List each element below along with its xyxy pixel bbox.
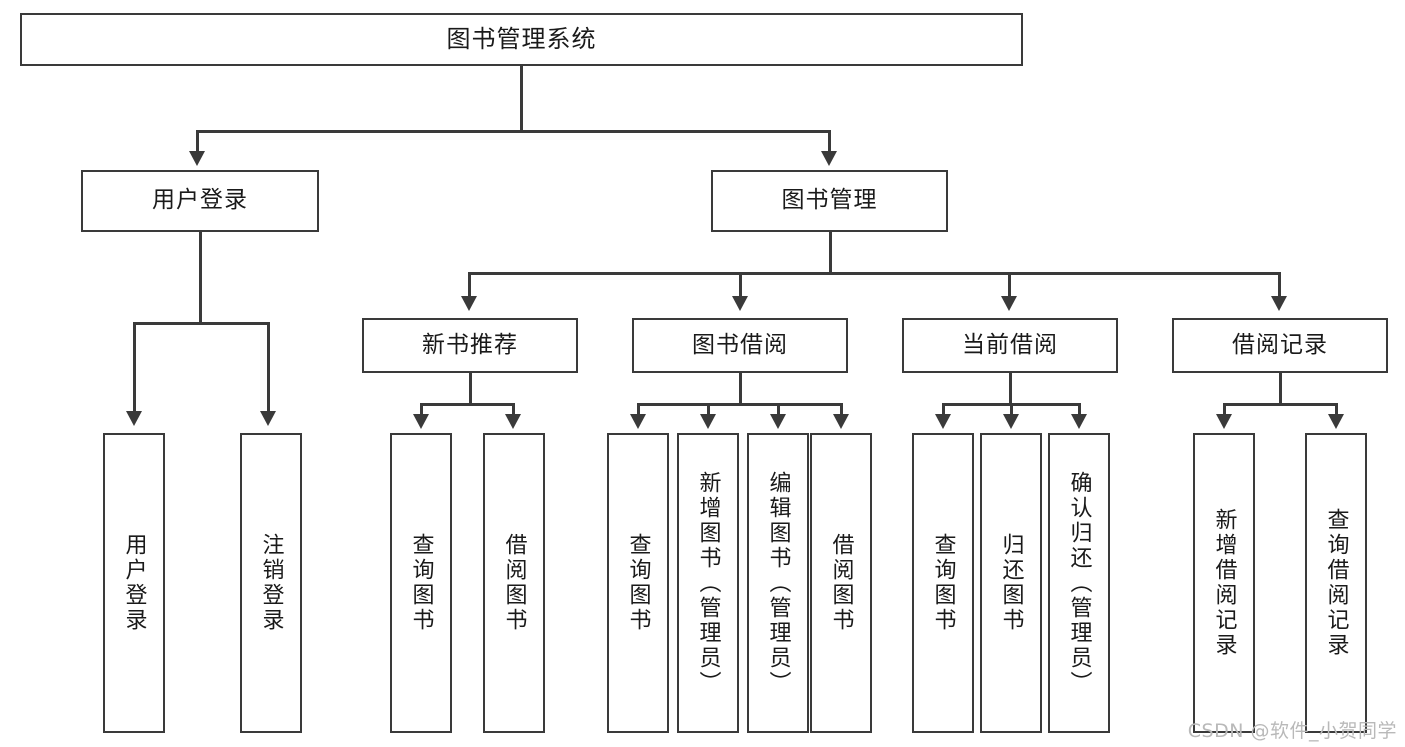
connector-current-borrow-drop-3 (1078, 403, 1081, 416)
node-label: 查询图书 (625, 533, 651, 633)
node-root-book-management-system: 图书管理系统 (20, 13, 1023, 66)
node-label: 查询借阅记录 (1323, 508, 1349, 658)
connector-book-manage-bus (468, 272, 1280, 275)
leaf-user-login-2: 注销登录 (240, 433, 302, 733)
arrowhead-borrow-record-leaf-1 (1216, 414, 1232, 429)
connector-user-login-drop-2 (267, 322, 270, 412)
connector-new-book-rec-drop-1 (420, 403, 423, 416)
leaf-borrow-record-1: 新增借阅记录 (1193, 433, 1255, 733)
arrowhead-user-login-leaf-1 (126, 411, 142, 426)
node-label: 新增借阅记录 (1211, 508, 1237, 658)
leaf-book-borrow-1: 查询图书 (607, 433, 669, 733)
arrowhead-to-borrow-record (1271, 296, 1287, 311)
node-label: 用户登录 (152, 187, 248, 214)
node-borrow-record: 借阅记录 (1172, 318, 1388, 373)
node-label: 图书管理 (781, 187, 878, 214)
node-book-manage: 图书管理 (711, 170, 948, 232)
arrowhead-to-new-book-rec (461, 296, 477, 311)
leaf-current-borrow-2: 归还图书 (980, 433, 1042, 733)
arrowhead-current-borrow-leaf-1 (935, 414, 951, 429)
arrowhead-user-login-leaf-2 (260, 411, 276, 426)
connector-book-borrow-drop-2 (707, 403, 710, 416)
arrowhead-to-user-login (189, 151, 205, 166)
connector-current-borrow-drop-1 (942, 403, 945, 416)
leaf-book-borrow-2: 新增图书（管理员） (677, 433, 739, 733)
connector-root-bus (196, 130, 831, 133)
connector-book-manage-stem (829, 232, 832, 274)
arrowhead-book-borrow-leaf-3 (770, 414, 786, 429)
node-label: 新书推荐 (422, 331, 518, 358)
leaf-book-borrow-3: 编辑图书（管理员） (747, 433, 809, 733)
connector-book-borrow-drop-3 (777, 403, 780, 416)
connector-borrow-record-bus (1223, 403, 1337, 406)
node-user-login: 用户登录 (81, 170, 319, 232)
node-label: 当前借阅 (962, 331, 1058, 358)
arrowhead-new-book-rec-leaf-2 (505, 414, 521, 429)
node-label: 借阅记录 (1232, 331, 1328, 358)
arrowhead-borrow-record-leaf-2 (1328, 414, 1344, 429)
connector-book-borrow-bus (637, 403, 842, 406)
arrowhead-book-borrow-leaf-2 (700, 414, 716, 429)
leaf-borrow-record-2: 查询借阅记录 (1305, 433, 1367, 733)
connector-book-borrow-stem (739, 373, 742, 405)
connector-root-drop-left (196, 130, 199, 152)
connector-borrow-record-drop-2 (1335, 403, 1338, 416)
arrowhead-book-borrow-leaf-4 (833, 414, 849, 429)
node-new-book-rec: 新书推荐 (362, 318, 578, 373)
connector-book-manage-drop-4 (1278, 272, 1281, 297)
node-current-borrow: 当前借阅 (902, 318, 1118, 373)
connector-book-borrow-drop-1 (637, 403, 640, 416)
arrowhead-current-borrow-leaf-3 (1071, 414, 1087, 429)
watermark-text: CSDN @软件_小贺同学 (1187, 720, 1397, 742)
connector-book-manage-drop-3 (1008, 272, 1011, 297)
arrowhead-new-book-rec-leaf-1 (413, 414, 429, 429)
arrowhead-book-borrow-leaf-1 (630, 414, 646, 429)
node-label: 图书管理系统 (446, 25, 597, 54)
connector-new-book-rec-bus (420, 403, 514, 406)
leaf-current-borrow-3: 确认归还（管理员） (1048, 433, 1110, 733)
arrowhead-current-borrow-leaf-2 (1003, 414, 1019, 429)
connector-new-book-rec-stem (469, 373, 472, 405)
connector-user-login-bus (133, 322, 269, 325)
connector-borrow-record-drop-1 (1223, 403, 1226, 416)
connector-user-login-stem (199, 232, 202, 324)
arrowhead-to-book-borrow (732, 296, 748, 311)
connector-book-manage-drop-2 (739, 272, 742, 297)
node-label: 用户登录 (121, 533, 147, 633)
node-label: 借阅图书 (828, 533, 854, 633)
leaf-new-book-rec-1: 查询图书 (390, 433, 452, 733)
node-label: 编辑图书（管理员） (765, 470, 791, 696)
node-label: 新增图书（管理员） (695, 470, 721, 696)
connector-new-book-rec-drop-2 (512, 403, 515, 416)
node-book-borrow: 图书借阅 (632, 318, 848, 373)
node-label: 注销登录 (258, 533, 284, 633)
connector-current-borrow-stem (1009, 373, 1012, 405)
arrowhead-to-current-borrow (1001, 296, 1017, 311)
connector-user-login-drop-1 (133, 322, 136, 412)
node-label: 查询图书 (930, 533, 956, 633)
connector-book-borrow-drop-4 (840, 403, 843, 416)
connector-root-stem (520, 66, 523, 131)
connector-borrow-record-stem (1279, 373, 1282, 405)
node-label: 确认归还（管理员） (1066, 470, 1092, 696)
connector-root-drop-right (828, 130, 831, 152)
node-label: 归还图书 (998, 533, 1024, 633)
connector-book-manage-drop-1 (468, 272, 471, 297)
arrowhead-to-book-manage (821, 151, 837, 166)
connector-current-borrow-drop-2 (1010, 403, 1013, 416)
leaf-book-borrow-4: 借阅图书 (810, 433, 872, 733)
leaf-new-book-rec-2: 借阅图书 (483, 433, 545, 733)
leaf-current-borrow-1: 查询图书 (912, 433, 974, 733)
node-label: 图书借阅 (692, 331, 788, 358)
leaf-user-login-1: 用户登录 (103, 433, 165, 733)
node-label: 查询图书 (408, 533, 434, 633)
node-label: 借阅图书 (501, 533, 527, 633)
